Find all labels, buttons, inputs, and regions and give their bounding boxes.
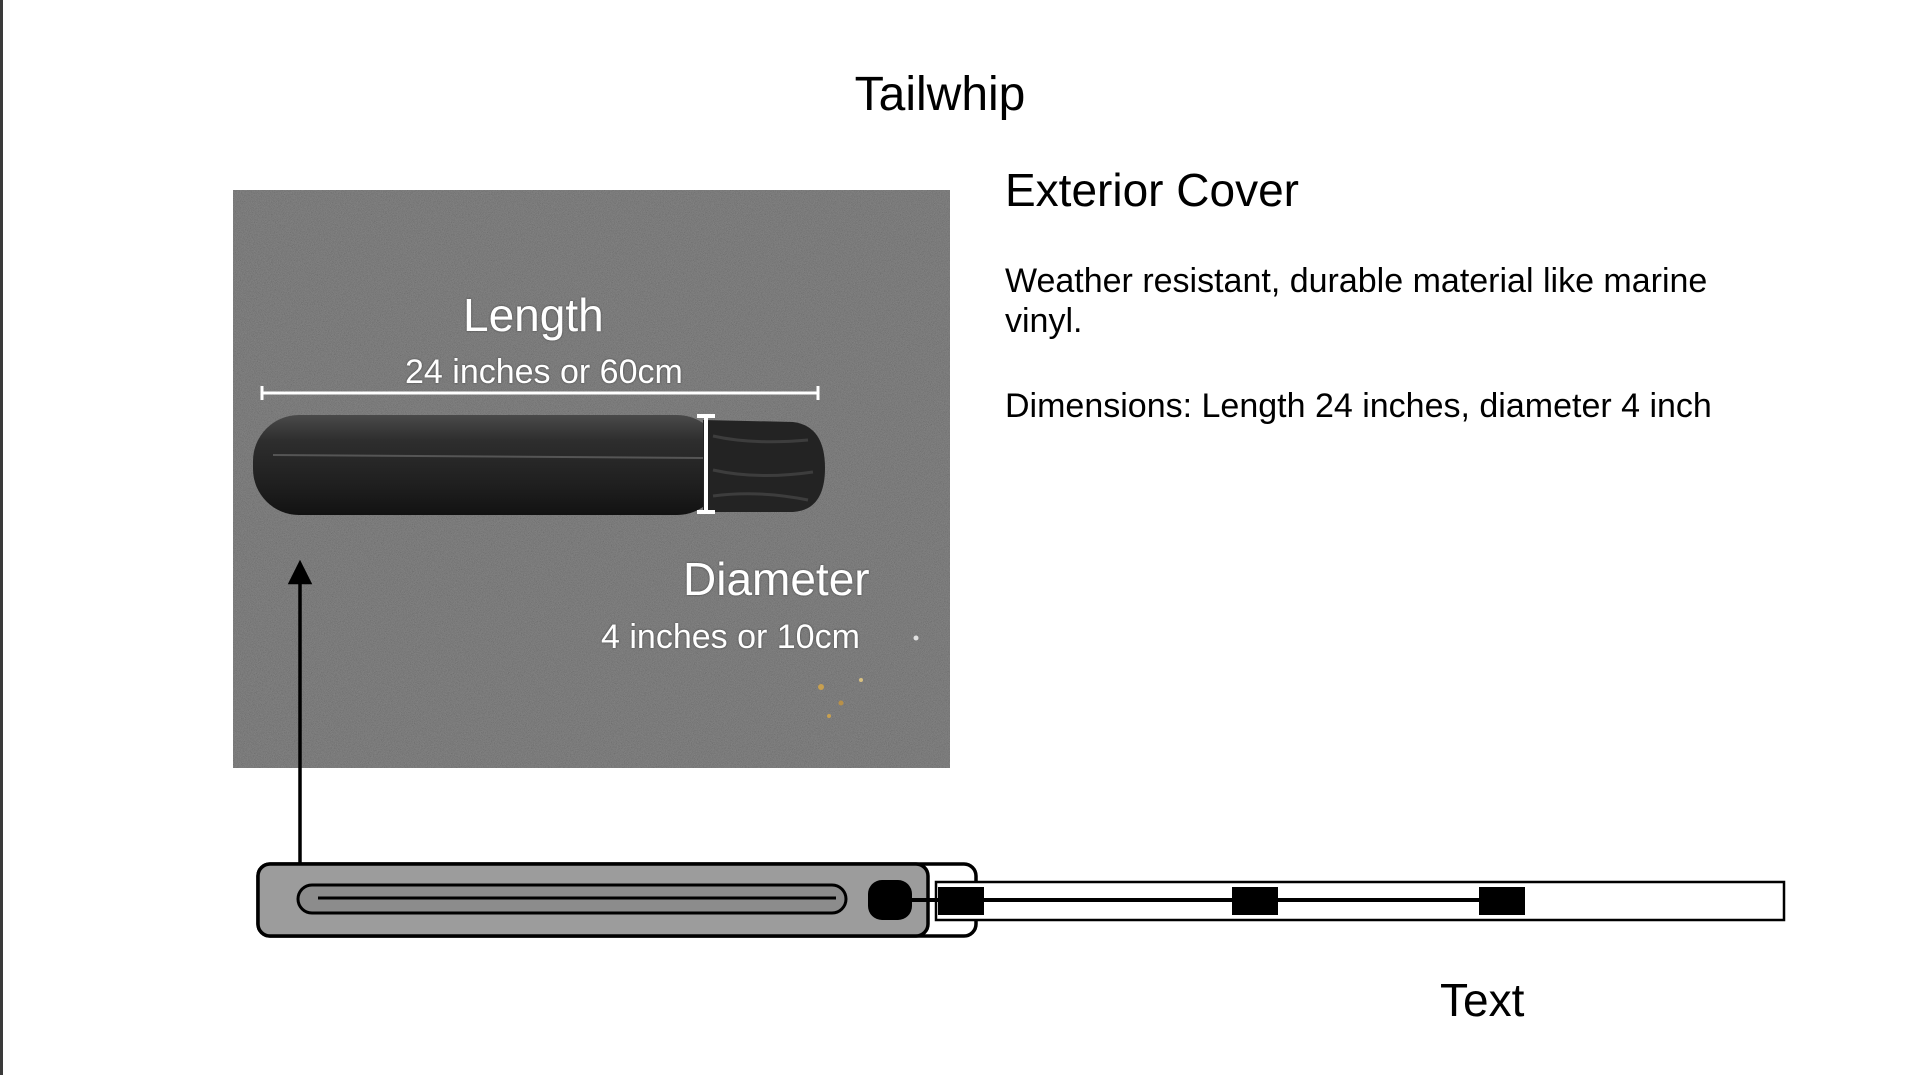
length-value: 24 inches or 60cm	[405, 353, 683, 391]
end-cap	[868, 880, 912, 920]
pad-cinched-end	[703, 420, 825, 512]
connector-block	[938, 887, 984, 915]
pad-seam	[272, 454, 704, 459]
connector-block	[1479, 887, 1525, 915]
pad-fold-lines	[712, 434, 814, 502]
debris-speck	[913, 635, 919, 641]
debris-speck	[838, 700, 844, 706]
exterior-cover-heading: Exterior Cover	[1005, 164, 1299, 216]
diameter-value: 4 inches or 10cm	[601, 618, 860, 656]
debris-speck	[827, 714, 831, 718]
diameter-label: Diameter	[683, 553, 870, 605]
dimensions-description: Dimensions: Length 24 inches, diameter 4…	[1005, 387, 1712, 425]
length-label: Length	[463, 289, 604, 341]
debris-speck	[818, 684, 824, 690]
page-left-border	[0, 0, 3, 1075]
connector-block	[1232, 887, 1278, 915]
pad-body	[253, 415, 723, 515]
product-photo: Length 24 inches or 60cm Diameter 4 inch…	[233, 190, 950, 768]
debris-speck	[859, 678, 863, 682]
photo-drawing	[233, 190, 950, 768]
diagram-text-label: Text	[1440, 974, 1525, 1026]
material-description: Weather resistant, durable material like…	[1005, 262, 1708, 340]
page-title: Tailwhip	[854, 68, 1026, 121]
